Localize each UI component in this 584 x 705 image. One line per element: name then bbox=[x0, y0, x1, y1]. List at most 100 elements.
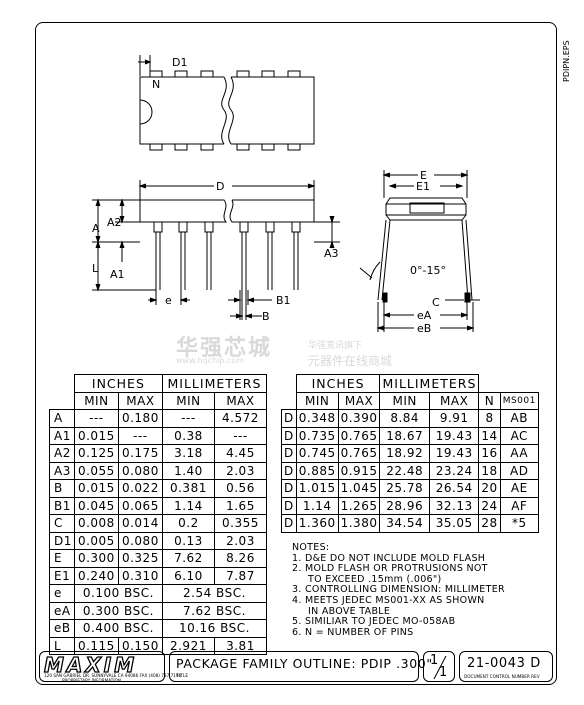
table-cell: 0.125 bbox=[73, 444, 119, 463]
header-inches: INCHES bbox=[295, 374, 381, 393]
table-cell: --- bbox=[161, 409, 215, 428]
col-max: MAX bbox=[428, 391, 480, 410]
notes-heading: NOTES: bbox=[292, 542, 330, 553]
table-cell: eB bbox=[49, 619, 75, 638]
table-cell: 0.38 bbox=[161, 426, 215, 445]
table-cell: 1.265 bbox=[337, 496, 381, 515]
note-4-cont: IN ABOVE TABLE bbox=[308, 605, 391, 617]
table-cell: 18.92 bbox=[379, 444, 430, 463]
table-cell: 28 bbox=[478, 514, 501, 533]
label-d: D bbox=[216, 180, 224, 193]
top-view bbox=[138, 55, 315, 151]
table-cell: E bbox=[49, 549, 75, 568]
table-cell: 1.40 bbox=[161, 461, 215, 480]
col-min: MIN bbox=[73, 391, 119, 410]
table-cell: 18.67 bbox=[379, 426, 430, 445]
table-cell: D bbox=[281, 426, 297, 445]
col-min: MIN bbox=[295, 391, 339, 410]
table-cell: D bbox=[281, 409, 297, 428]
table-cell: 20 bbox=[478, 479, 501, 498]
table-cell: 4.45 bbox=[213, 444, 268, 463]
table-cell: AF bbox=[499, 496, 539, 515]
note-2: 2. MOLD FLASH OR PROTRUSIONS NOT bbox=[292, 563, 488, 575]
table-cell: 0.13 bbox=[161, 531, 215, 550]
drawing-sheet-border bbox=[35, 22, 557, 685]
label-e-pitch: e bbox=[165, 294, 172, 307]
table-cell: D bbox=[281, 496, 297, 515]
table-cell: 0.310 bbox=[117, 566, 163, 585]
table-cell: D bbox=[281, 479, 297, 498]
table-cell: 1.360 bbox=[295, 514, 339, 533]
label-a2: A2 bbox=[107, 216, 122, 229]
label-c: C bbox=[432, 296, 440, 309]
table-cell: 1.65 bbox=[213, 496, 268, 515]
table-row: A---0.180---4.572 bbox=[49, 409, 268, 428]
table-cell: 10.16 BSC. bbox=[161, 619, 268, 638]
table-cell: --- bbox=[213, 426, 268, 445]
table-cell: 0.300 bbox=[73, 549, 119, 568]
table-cell: 0.400 BSC. bbox=[73, 619, 163, 638]
title-box: PACKAGE FAMILY OUTLINE: PDIP .300" TITLE bbox=[169, 651, 432, 682]
table-cell: 0.080 bbox=[117, 461, 163, 480]
table-cell: 7.87 bbox=[213, 566, 268, 585]
table-cell: L bbox=[49, 636, 75, 655]
document-number-box: 21-0043 D DOCUMENT CONTROL NUMBER REV bbox=[459, 651, 553, 682]
label-ea: eA bbox=[417, 309, 432, 322]
table-cell: 8.26 bbox=[213, 549, 268, 568]
table-cell: 16 bbox=[478, 444, 501, 463]
table-cell: 8 bbox=[478, 409, 501, 428]
table-cell: 0.348 bbox=[295, 409, 339, 428]
table-cell: 34.54 bbox=[379, 514, 430, 533]
table-cell: D bbox=[281, 461, 297, 480]
table-cell: 0.008 bbox=[73, 514, 119, 533]
table-cell: *5 bbox=[499, 514, 539, 533]
col-min: MIN bbox=[379, 391, 430, 410]
dimension-table-length: INCHES MILLIMETERS MIN MAX MIN MAX N MS0… bbox=[281, 374, 539, 533]
table-cell: AD bbox=[499, 461, 539, 480]
table-cell: 3.18 bbox=[161, 444, 215, 463]
table-cell: 0.014 bbox=[117, 514, 163, 533]
table-cell: 0.765 bbox=[337, 426, 381, 445]
company-box: MAXIM 120 SAN GABRIEL DR. SUNNYVALE CA 9… bbox=[39, 651, 181, 683]
col-max: MAX bbox=[117, 391, 163, 410]
table-cell: 0.045 bbox=[73, 496, 119, 515]
table-cell: 0.015 bbox=[73, 426, 119, 445]
notes-block: NOTES: 1. D&E DO NOT INCLUDE MOLD FLASH … bbox=[292, 542, 542, 638]
table-cell: 0.115 bbox=[73, 636, 119, 655]
table-cell: 0.915 bbox=[337, 461, 381, 480]
note-5: 5. SIMILIAR TO JEDEC MO-058AB bbox=[292, 616, 456, 628]
table-cell: 19.43 bbox=[428, 426, 480, 445]
table-cell: A2 bbox=[49, 444, 75, 463]
maxim-logo: MAXIM bbox=[43, 652, 138, 677]
sheet-total: 1 bbox=[439, 665, 448, 680]
table-cell: D bbox=[281, 514, 297, 533]
table-cell: B bbox=[49, 479, 75, 498]
end-view bbox=[359, 170, 480, 332]
table-cell: D bbox=[281, 444, 297, 463]
label-eb: eB bbox=[417, 322, 431, 335]
table-cell: 2.54 BSC. bbox=[161, 584, 268, 603]
table-cell: 23.24 bbox=[428, 461, 480, 480]
table-cell: C bbox=[49, 514, 75, 533]
note-4: 4. MEETS JEDEC MS001-XX AS SHOWN bbox=[292, 594, 485, 606]
label-e-width: E bbox=[420, 169, 427, 182]
table-cell: 2.03 bbox=[213, 461, 268, 480]
sheet-box: 1 1 bbox=[423, 651, 455, 682]
label-n: N bbox=[152, 78, 160, 91]
table-cell: 6.10 bbox=[161, 566, 215, 585]
table-cell: 9.91 bbox=[428, 409, 480, 428]
table-cell: 24 bbox=[478, 496, 501, 515]
table-cell: 2.03 bbox=[213, 531, 268, 550]
dimension-table-general: INCHES MILLIMETERS MIN MAX MIN MAX A---0… bbox=[49, 374, 268, 655]
table-cell: 1.380 bbox=[337, 514, 381, 533]
note-2-cont: TO EXCEED .15mm (.006") bbox=[308, 573, 442, 585]
